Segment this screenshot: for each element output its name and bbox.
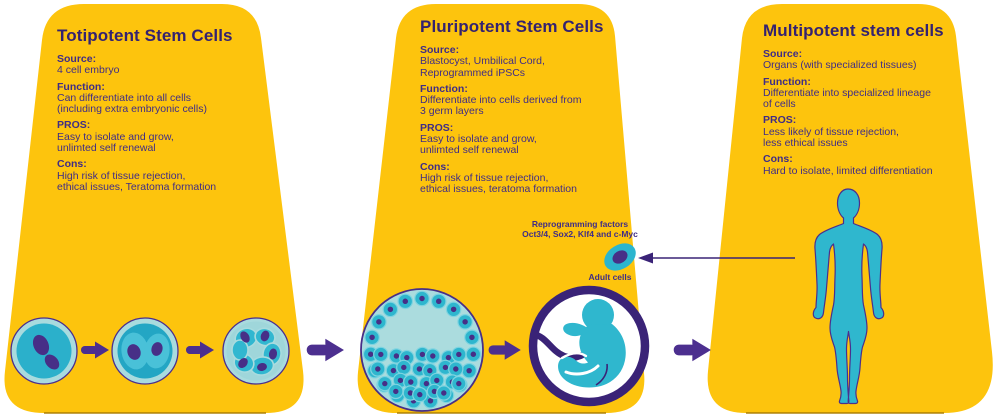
cons-section: Cons: High risk of tissue rejection, eth…	[420, 160, 577, 196]
adult-cell-icon	[604, 243, 636, 271]
arrow-right-icon	[673, 338, 711, 362]
function-section: Function: Can differentiate into all cel…	[57, 80, 207, 116]
arrow-right-icon	[306, 338, 344, 362]
totipotent-panel	[4, 4, 304, 414]
function-section: Function: Differentiate into specialized…	[763, 75, 931, 111]
pros-section: PROS: Less likely of tissue rejection, l…	[763, 114, 899, 150]
source-section: Source: Blastocyst, Umbilical Cord, Repr…	[420, 44, 545, 79]
panel-title: Pluripotent Stem Cells	[420, 17, 604, 36]
pros-section: PROS: Easy to isolate and grow, unlimted…	[57, 119, 174, 155]
cons-section: Cons: High risk of tissue rejection, eth…	[57, 158, 217, 193]
cons-section: Cons: Hard to isolate, limited different…	[763, 153, 933, 177]
totipotent-text-block: Totipotent Stem Cells Source: 4 cell emb…	[57, 26, 307, 193]
source-section: Source: Organs (with specialized tissues…	[763, 48, 917, 72]
arrow-right-icon	[488, 340, 521, 360]
zygote-cell-icon	[10, 317, 78, 385]
panel-title: Totipotent Stem Cells	[57, 26, 233, 45]
two-cell-stage-icon	[111, 317, 179, 385]
multi-cell-stage-icon	[222, 317, 290, 385]
multipotent-text-block: Multipotent stem cells Source: Organs (w…	[763, 21, 1000, 177]
function-section: Function: Differentiate into cells deriv…	[420, 82, 582, 118]
blastocyst-icon	[360, 288, 484, 412]
pros-section: PROS: Easy to isolate and grow, unlimted…	[420, 121, 537, 157]
reprogramming-factors-note: Reprogramming factors Oct3/4, Sox2, Klf4…	[522, 219, 638, 239]
human-body-icon	[812, 188, 885, 405]
arrow-right-icon	[81, 341, 109, 359]
source-section: Source: 4 cell embryo	[57, 53, 120, 77]
panel-title: Multipotent stem cells	[763, 21, 944, 40]
fetus-in-womb-icon	[528, 285, 650, 407]
pluripotent-text-block: Pluripotent Stem Cells Source: Blastocys…	[420, 17, 670, 196]
arrow-right-icon	[186, 341, 214, 359]
reprogramming-arrow-icon	[638, 252, 795, 264]
adult-cells-label: Adult cells	[588, 272, 632, 282]
